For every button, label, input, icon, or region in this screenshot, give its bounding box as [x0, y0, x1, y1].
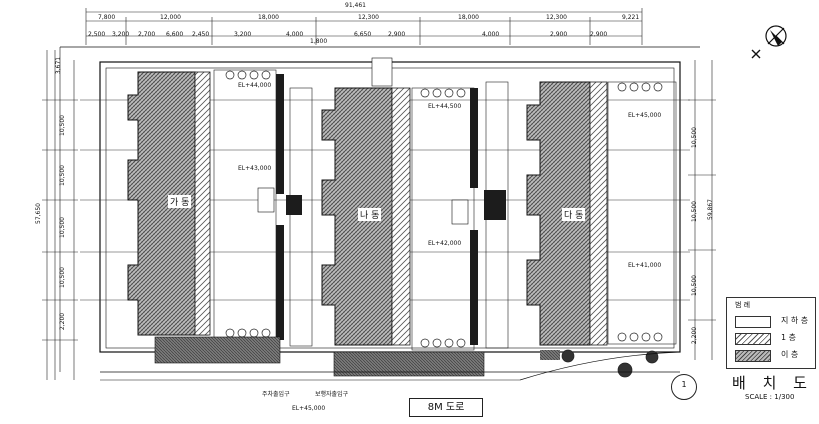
inner-dim-6: 3,200 — [234, 31, 252, 38]
road-label: 8M 도로 — [409, 398, 483, 417]
inner-dim-1: 2,500 — [88, 31, 106, 38]
legend-title: 범 례 — [735, 301, 751, 309]
drawing-scale: SCALE : 1/300 — [745, 393, 795, 401]
top-dim-3: 18,000 — [258, 14, 279, 21]
parking-entrance-label: 주차출입구 — [262, 391, 290, 398]
detail-marker: 1 — [671, 374, 697, 400]
top-dim-4: 12,300 — [358, 14, 379, 21]
inner-dim-5: 2,450 — [192, 31, 210, 38]
left-dim-2: 10,500 — [59, 115, 66, 136]
inner-dim-13: 2,900 — [590, 31, 608, 38]
inner-dim-9: 6,650 — [354, 31, 372, 38]
elevation-mark: EL+42,000 — [428, 240, 462, 247]
pedestrian-entrance-label: 보행자출입구 — [315, 391, 349, 398]
ground-elevation-label: EL+45,000 — [292, 405, 326, 412]
north-arrow-icon — [751, 25, 787, 59]
legend-label: 지 하 층 — [781, 316, 809, 325]
top-dim-2: 12,000 — [160, 14, 181, 21]
left-dim-1: 3,671 — [55, 56, 63, 75]
right-dim-4: 2,200 — [691, 326, 699, 345]
elevation-mark: EL+44,500 — [428, 103, 462, 110]
landscape-strips — [276, 74, 506, 345]
building-label-na: 나 동 — [358, 208, 382, 221]
stair-cores — [257, 57, 469, 225]
drawing-title: 배 치 도 — [732, 374, 813, 392]
elevation-mark: EL+44,000 — [238, 82, 272, 89]
inner-dim-2: 3,200 — [112, 31, 130, 38]
elevation-mark: EL+41,000 — [628, 262, 662, 269]
inner-dim-8: 1,800 — [310, 38, 328, 45]
building-label-da: 다 동 — [562, 208, 586, 221]
left-overall-dimension: 57,650 — [35, 203, 42, 224]
front-road — [100, 336, 681, 381]
left-dim-4: 10,500 — [59, 217, 66, 238]
top-dim-6: 12,300 — [546, 14, 567, 21]
right-overall-dimension: 59,867 — [707, 199, 714, 220]
inner-dim-12: 2,900 — [550, 31, 568, 38]
right-dimension-lines — [688, 60, 716, 360]
top-dim-7: 9,221 — [622, 14, 640, 21]
legend-label: 이 층 — [781, 350, 799, 359]
tree-symbols — [225, 70, 663, 378]
elevation-mark: EL+43,000 — [238, 165, 272, 172]
left-dimension-lines — [42, 50, 78, 380]
elevation-mark: EL+45,000 — [628, 112, 662, 119]
right-dim-1: 10,500 — [691, 127, 698, 148]
top-dim-1: 7,800 — [98, 14, 116, 21]
legend-item-first-floor: 1 층 — [735, 333, 811, 345]
legend-swatch-blank — [735, 316, 771, 328]
legend-label: 1 층 — [781, 333, 796, 342]
left-dim-6: 2,200 — [59, 312, 67, 331]
right-dim-3: 10,500 — [691, 275, 698, 296]
detail-marker-number: 1 — [681, 380, 687, 389]
top-overall-dimension: 91,461 — [345, 2, 366, 9]
building-label-ga: 가 동 — [168, 195, 192, 208]
inner-dim-11: 4,000 — [482, 31, 500, 38]
top-dimension-lines — [85, 8, 643, 45]
legend-box: 범 례 지 하 층 1 층 이 층 — [726, 297, 816, 369]
top-dim-5: 18,000 — [458, 14, 479, 21]
legend-item-basement: 지 하 층 — [735, 316, 811, 328]
legend-swatch-dense-hatch — [735, 350, 771, 362]
inner-dim-7: 4,000 — [286, 31, 304, 38]
right-dim-2: 10,500 — [691, 201, 698, 222]
legend-swatch-light-hatch — [735, 333, 771, 345]
inner-dim-10: 2,900 — [388, 31, 406, 38]
legend-item-second-floor: 이 층 — [735, 350, 811, 362]
inner-dim-3: 2,700 — [138, 31, 156, 38]
left-dim-5: 10,500 — [59, 267, 66, 288]
left-dim-3: 10,500 — [59, 165, 66, 186]
inner-dim-4: 6,600 — [166, 31, 184, 38]
parking-areas — [213, 69, 677, 351]
